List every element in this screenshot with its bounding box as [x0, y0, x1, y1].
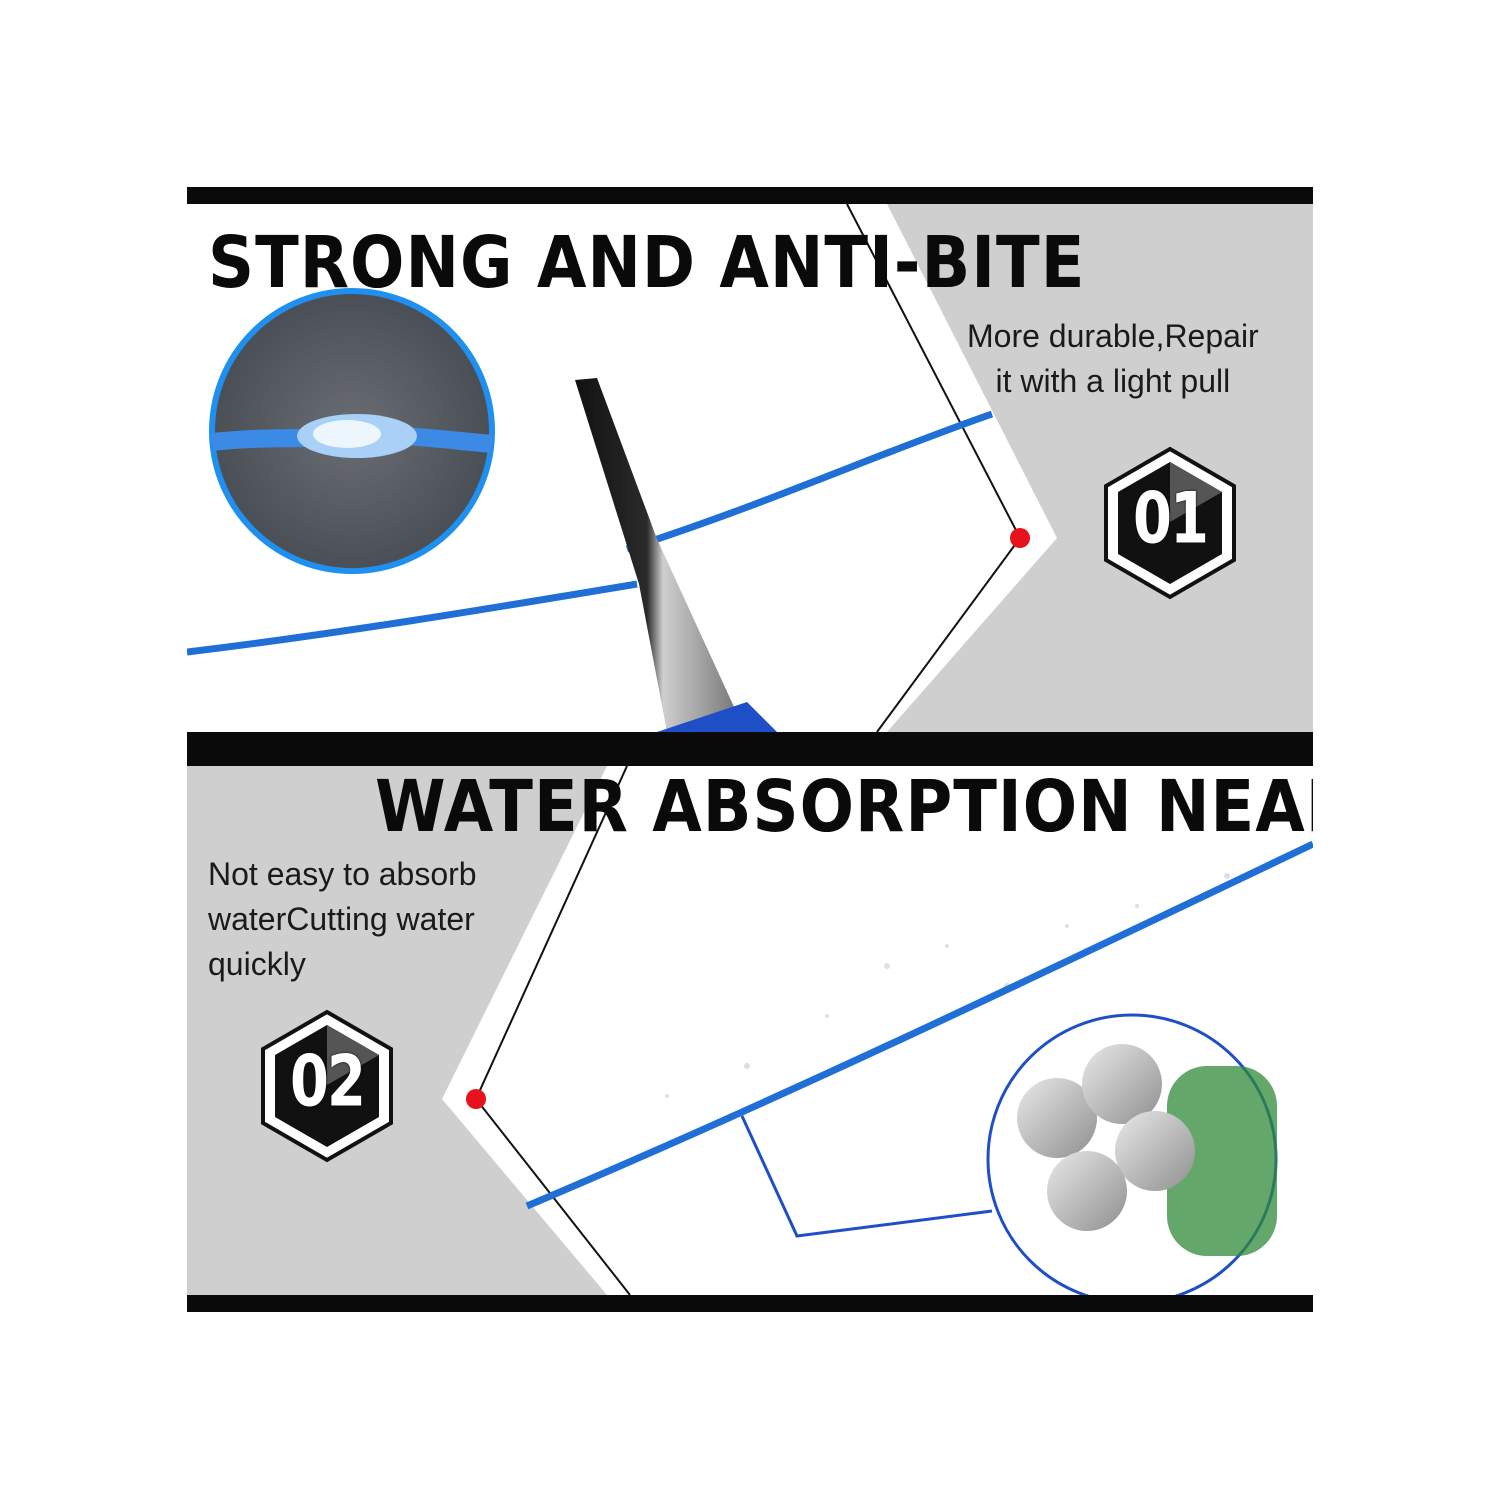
section-2-title: WATER ABSORPTION NEARLY ZERO — [375, 766, 1313, 849]
section-1-description: More durable,Repair it with a light pull — [967, 318, 1259, 399]
scissors-blade — [575, 378, 735, 732]
hexagon-badge-02-icon — [261, 1009, 393, 1163]
section-2-description: Not easy to absorb waterCutting water qu… — [208, 856, 477, 982]
blue-line — [525, 840, 1313, 1210]
pointer-dot — [1010, 528, 1030, 548]
section-2-panel: WATER ABSORPTION NEARLY ZERO Not easy to… — [187, 766, 1313, 1295]
middle-bar — [187, 732, 1313, 766]
gray-diagonal-panel — [887, 204, 1313, 732]
section-1-panel: STRONG AND ANTI-BITE More durable,Repair… — [187, 204, 1313, 732]
scissors-handle — [657, 702, 777, 732]
pointer-dot-2 — [466, 1089, 486, 1109]
bottom-bar — [187, 1295, 1313, 1312]
hexagon-badge-01-icon — [1104, 446, 1236, 600]
blue-line-upper — [625, 410, 994, 553]
badge-01-label: 01 — [1133, 478, 1209, 561]
section-1-title: STRONG AND ANTI-BITE — [208, 222, 1086, 305]
blue-line-lower — [187, 580, 638, 656]
badge-02-label: 02 — [290, 1041, 366, 1124]
section-2-illustration — [187, 766, 1313, 1295]
section-1-illustration — [187, 204, 1313, 732]
top-bar — [187, 187, 1313, 204]
connector-line — [740, 1115, 993, 1238]
